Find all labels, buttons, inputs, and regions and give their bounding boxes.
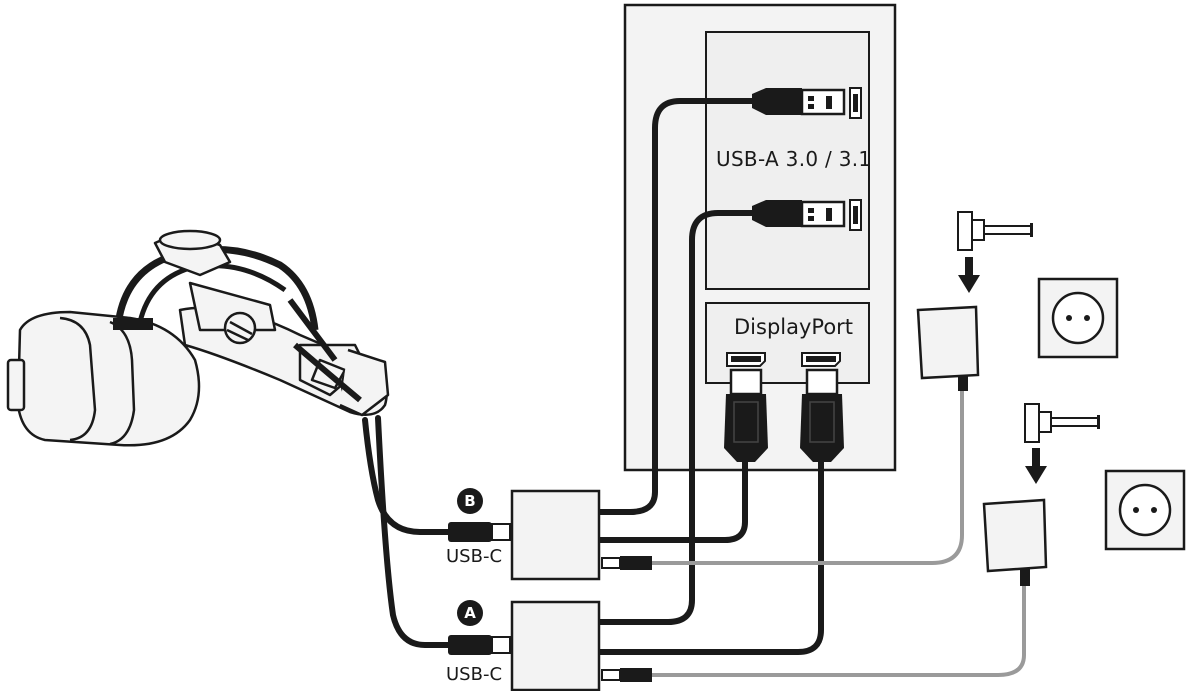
displayport-plug-2 [800,368,844,462]
usb-a-plug-1 [752,88,846,116]
link-box-a [510,600,601,692]
power-cable-b [650,388,964,565]
cables [362,98,824,655]
power-supply-1 [916,305,980,391]
displayport-cable-2 [597,455,824,655]
usb-c-label-a: USB-C [446,664,503,685]
power-adapter-1 [957,211,1033,251]
wall-socket-2 [1104,469,1186,551]
power-supply-2 [982,498,1048,586]
displayport-socket-2 [801,352,841,367]
power-cable-a [650,583,1026,677]
arrow-down-icon-1 [958,257,980,293]
pc-tower [623,3,897,472]
usb-c-plug-a [448,635,511,655]
badge-a: A [457,600,483,626]
usb-c-plug-b [448,522,511,542]
usb-a-port-1 [849,87,862,119]
link-box-b [510,489,601,581]
displayport-label: DisplayPort [734,315,854,339]
usb-c-label-b: USB-C [446,546,503,567]
usb-a-cable-1 [597,98,755,515]
vr-headset [6,229,390,447]
usb-a-port-panel [705,31,870,290]
power-cables [650,388,1026,677]
power-plug-a [601,668,652,682]
headset-cable-b [362,417,453,535]
displayport-socket-1 [726,352,766,367]
usb-a-port-2 [849,199,862,231]
arrow-down-icon-2 [1025,448,1047,484]
usb-a-plug-2 [752,200,846,228]
displayport-cable-1 [597,455,748,543]
badge-b: B [457,488,483,514]
usb-a-cable-2 [597,210,755,625]
usb-a-label: USB-A 3.0 / 3.1 [716,147,872,171]
headset-cable-a [375,415,453,648]
wall-socket-1 [1037,277,1119,359]
displayport-plug-1 [724,368,768,462]
power-plug-b [601,556,652,570]
power-adapter-2 [1024,403,1100,443]
